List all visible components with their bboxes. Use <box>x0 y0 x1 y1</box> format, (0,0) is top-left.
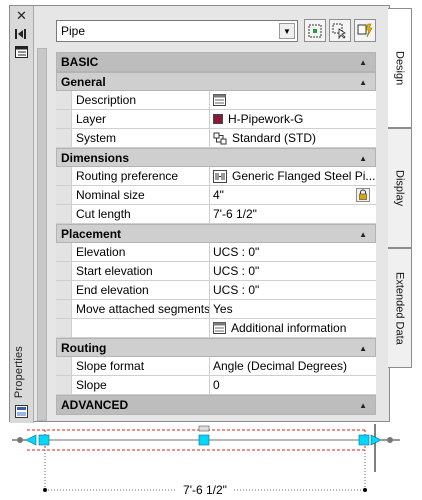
property-label: Move attached segments <box>72 300 210 318</box>
category-dimensions[interactable]: Dimensions ▲ <box>56 148 376 167</box>
property-label: System <box>72 129 210 147</box>
property-row-routing-preference[interactable]: Routing preference Generic Flanged Steel… <box>56 167 376 186</box>
property-grid: BASIC ▲ General ▲ Description Layer H-Pi… <box>56 52 376 415</box>
connector-grip[interactable] <box>387 437 393 443</box>
property-value[interactable]: 7'-6 1/2" <box>213 207 257 221</box>
collapse-arrow-icon[interactable]: ▲ <box>359 154 367 163</box>
close-icon[interactable]: ✕ <box>16 8 27 23</box>
property-label: Description <box>72 91 210 109</box>
property-label: Start elevation <box>72 262 210 280</box>
select-objects-icon <box>332 23 346 39</box>
property-label: Nominal size <box>72 186 210 204</box>
palette-titlebar: ✕ Properties <box>10 6 34 423</box>
description-icon <box>213 94 226 106</box>
property-value[interactable]: H-Pipework-G <box>210 110 376 128</box>
collapse-arrow-icon[interactable]: ▲ <box>359 230 367 239</box>
collapse-arrow-icon[interactable]: ▲ <box>359 58 367 67</box>
property-row-move-attached[interactable]: Move attached segments Yes <box>56 300 376 319</box>
routing-preference-icon <box>213 169 227 183</box>
lengthen-grip-right[interactable] <box>370 434 382 446</box>
lengthen-grip-left[interactable] <box>25 434 37 446</box>
property-row-nominal-size[interactable]: Nominal size 4" <box>56 186 376 205</box>
property-value[interactable]: UCS : 0" <box>213 283 260 297</box>
dimension-text[interactable]: 7'-6 1/2" <box>183 483 227 497</box>
quick-select-icon <box>357 23 373 37</box>
property-row-description[interactable]: Description <box>56 91 376 110</box>
endpoint-grip-left[interactable] <box>38 434 50 446</box>
tab-display[interactable]: Display <box>388 128 412 248</box>
palette-scrollbar[interactable] <box>37 48 47 421</box>
property-value[interactable] <box>210 91 376 109</box>
property-row-additional-info[interactable]: Additional information <box>56 319 376 338</box>
object-type-select[interactable]: Pipe ▼ <box>56 20 298 42</box>
property-row-cut-length[interactable]: Cut length 7'-6 1/2" <box>56 205 376 224</box>
category-routing[interactable]: Routing ▲ <box>56 338 376 357</box>
drawing-area[interactable]: 7'-6 1/2" <box>0 424 422 500</box>
property-row-system[interactable]: System Standard (STD) <box>56 129 376 148</box>
property-row-slope-format[interactable]: Slope format Angle (Decimal Degrees) <box>56 357 376 376</box>
select-objects-button[interactable] <box>329 19 351 42</box>
additional-information-button[interactable]: Additional information <box>210 319 376 337</box>
connector-grip[interactable] <box>17 437 23 443</box>
additional-information-icon <box>213 322 226 334</box>
object-type-value: Pipe <box>61 24 86 38</box>
collapse-arrow-icon[interactable]: ▲ <box>359 344 367 353</box>
pickadd-icon <box>308 24 322 37</box>
property-label: Elevation <box>72 243 210 261</box>
expand-arrow-icon[interactable]: ▲ <box>359 401 367 410</box>
property-value[interactable]: Generic Flanged Steel Pi... <box>210 167 376 185</box>
property-value[interactable]: Standard (STD) <box>210 129 376 147</box>
property-label: Slope <box>72 376 210 394</box>
property-row-elevation[interactable]: Elevation UCS : 0" <box>56 243 376 262</box>
property-label: Routing preference <box>72 167 210 185</box>
lock-icon[interactable] <box>356 188 370 202</box>
property-value[interactable]: UCS : 0" <box>213 245 260 259</box>
palette-properties-icon[interactable] <box>14 404 29 418</box>
tab-design[interactable]: Design <box>388 8 412 128</box>
add-grip[interactable] <box>198 425 210 432</box>
tab-extended-data[interactable]: Extended Data <box>388 248 412 368</box>
property-value[interactable]: 0 <box>213 378 220 392</box>
property-label: Slope format <box>72 357 210 375</box>
property-label: Layer <box>72 110 210 128</box>
category-general[interactable]: General ▲ <box>56 72 376 91</box>
property-row-end-elevation[interactable]: End elevation UCS : 0" <box>56 281 376 300</box>
endpoint-grip-right[interactable] <box>358 434 370 446</box>
auto-hide-icon[interactable] <box>14 27 29 41</box>
property-row-start-elevation[interactable]: Start elevation UCS : 0" <box>56 262 376 281</box>
quick-select-button[interactable] <box>354 19 376 42</box>
property-value[interactable]: Angle (Decimal Degrees) <box>213 359 348 373</box>
property-row-layer[interactable]: Layer H-Pipework-G <box>56 110 376 129</box>
palette-menu-icon[interactable] <box>14 45 29 59</box>
system-icon <box>213 132 227 144</box>
property-value[interactable]: Yes <box>213 302 233 316</box>
section-advanced[interactable]: ADVANCED ▲ <box>56 395 376 415</box>
chevron-down-icon[interactable]: ▼ <box>279 23 295 39</box>
property-value[interactable]: UCS : 0" <box>213 264 260 278</box>
toggle-pickadd-button[interactable] <box>304 19 326 42</box>
palette-title: Properties <box>13 346 25 399</box>
property-value[interactable]: 4" <box>210 186 376 204</box>
section-basic[interactable]: BASIC ▲ <box>56 52 376 72</box>
category-placement[interactable]: Placement ▲ <box>56 224 376 243</box>
property-row-slope[interactable]: Slope 0 <box>56 376 376 395</box>
property-label: Cut length <box>72 205 210 223</box>
midpoint-grip[interactable] <box>198 434 210 446</box>
layer-color-swatch <box>213 114 223 124</box>
property-label: End elevation <box>72 281 210 299</box>
collapse-arrow-icon[interactable]: ▲ <box>359 78 367 87</box>
